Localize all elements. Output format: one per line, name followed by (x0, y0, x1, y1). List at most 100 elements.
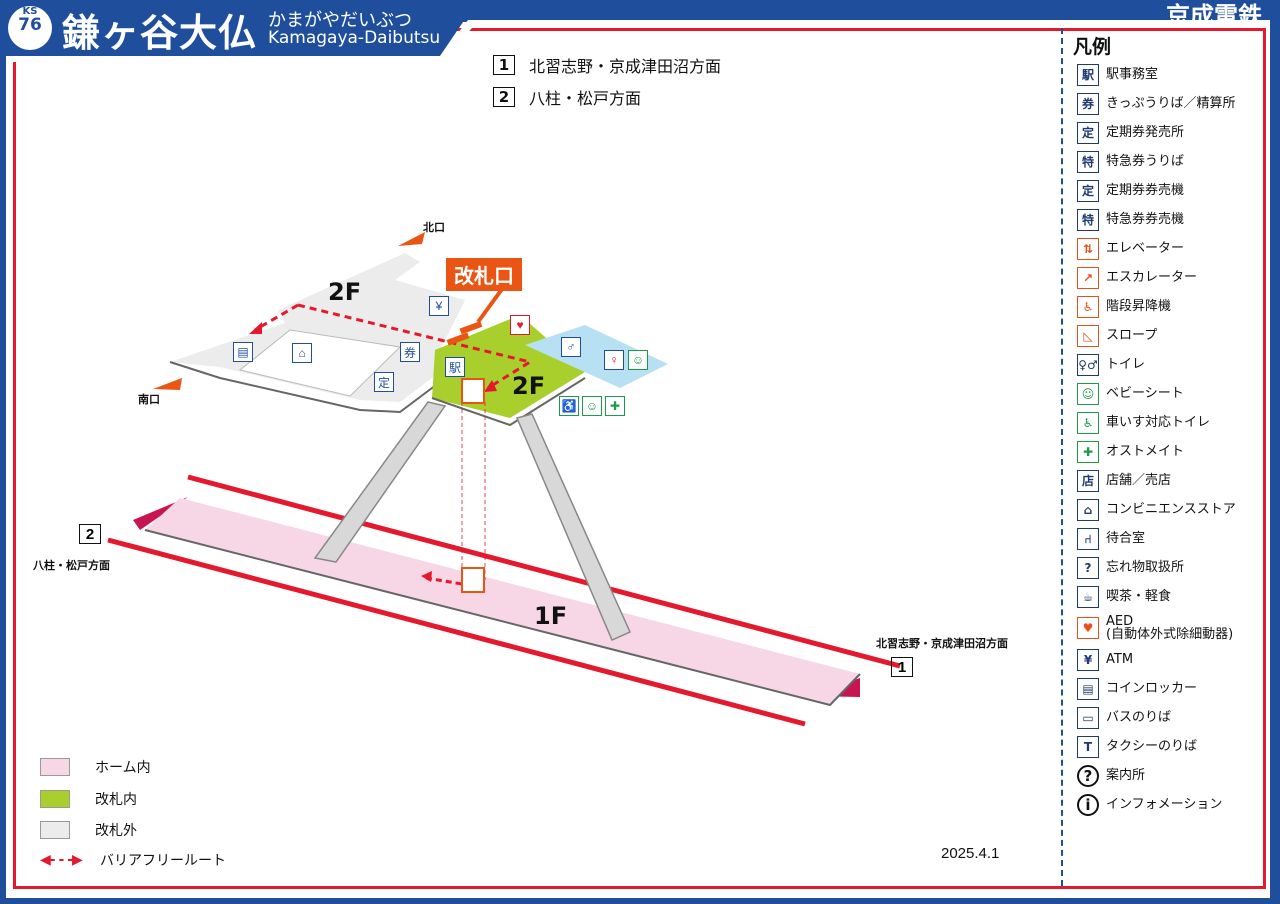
legend-item-name: 階段昇降機 (1106, 299, 1172, 314)
legend-item-name: 車いす対応トイレ (1106, 415, 1211, 430)
wheelchair-toilet-icon: ♿ (1077, 411, 1099, 434)
legend-title: 凡例 (1073, 36, 1112, 58)
legend-item-label: 車いす対応トイレ (1106, 416, 1210, 429)
south-exit-label: 南口 (138, 393, 160, 406)
legend-item-name: インフォメーション (1106, 797, 1223, 812)
legend-item-label: 案内所 (1106, 769, 1145, 782)
legend-item: 定定期券発売所 (1077, 118, 1236, 147)
legend-item-name: コンビニエンスストア (1106, 502, 1236, 517)
revision-date: 2025.4.1 (941, 845, 1000, 862)
legend-item: ✚オストメイト (1077, 437, 1236, 466)
coin-locker-icon: ▤ (1077, 677, 1099, 700)
legend-item: ♿ 階段昇降機 (1077, 292, 1236, 321)
legend-item: ¥ATM (1077, 645, 1236, 674)
legend-item: ? 忘れ物取扱所 (1077, 553, 1236, 582)
legend-item: 券きっぷうりば／精算所 (1077, 89, 1236, 118)
legend-item-subname: (自動体外式除細動器) (1106, 627, 1234, 642)
platform-1-number: 1 (891, 657, 913, 677)
key-outside-gate-label: 改札外 (95, 823, 137, 839)
platform-1-direction: 北習志野・京成津田沼方面 (876, 637, 1008, 650)
key-inside-gate-swatch (40, 790, 70, 808)
legend-item: 駅駅事務室 (1077, 60, 1236, 89)
legend-item-label: エスカレーター (1106, 271, 1197, 284)
key-inside-gate: 改札内 (40, 789, 137, 809)
legend-item: ♿ 車いす対応トイレ (1077, 408, 1236, 437)
stair-lift-icon: ♿ (1077, 295, 1099, 318)
station-kana: かまがやだいぶつ (268, 10, 412, 31)
taxi-stand-icon: T (1077, 735, 1099, 758)
floor-1f-label: 1F (534, 602, 568, 630)
north-exit-label: 北口 (423, 221, 445, 234)
ostomate-icon: ✚ (605, 396, 625, 416)
aed-icon: ♥ (1077, 617, 1099, 639)
coin-locker-icon: ▤ (233, 342, 253, 362)
key-barrier-free-label: バリアフリールート (100, 853, 226, 869)
legend-item-name: エスカレーター (1106, 270, 1198, 285)
legend-item-name: 定期券券売機 (1106, 183, 1185, 198)
legend-item-label: コンビニエンスストア (1106, 503, 1236, 516)
key-barrier-free: ◀- - -▶ バリアフリールート (40, 850, 226, 870)
legend-item: ?案内所 (1077, 761, 1236, 790)
legend-item-name: 忘れ物取扱所 (1106, 560, 1185, 575)
legend-item-name: 特急券券売機 (1106, 212, 1185, 227)
direction-2-label: 八柱・松戸方面 (529, 89, 642, 108)
legend-item-name: 待合室 (1106, 531, 1146, 546)
legend-item: ↗エスカレーター (1077, 263, 1236, 292)
north-exit-arrow (398, 232, 425, 246)
legend-item: 店店舗／売店 (1077, 466, 1236, 495)
legend-item-name: 店舗／売店 (1106, 473, 1172, 488)
track-line-1 (187, 474, 901, 669)
legend-item: 定定期券券売機 (1077, 176, 1236, 205)
key-platform-label: ホーム内 (95, 760, 151, 776)
legend-item-name: ATM (1106, 652, 1134, 667)
toilet-area (525, 325, 668, 388)
legend-item-label: オストメイト (1106, 445, 1184, 458)
legend-item-name: 喫茶・軽食 (1106, 589, 1172, 604)
legend-item-name: バスのりば (1106, 710, 1172, 725)
key-platform-swatch (40, 758, 70, 776)
legend-divider (1061, 28, 1063, 886)
direction-2-number: 2 (493, 87, 515, 107)
legend-item-label: 階段昇降機 (1106, 300, 1171, 313)
ticket-gate-label: 改札口 (446, 258, 522, 291)
legend-item-label: インフォメーション (1106, 798, 1222, 811)
legend-item-label: スロープ (1106, 329, 1157, 342)
limited-express-machine-icon: 特 (1077, 208, 1099, 231)
legend-list: 駅駅事務室券きっぷうりば／精算所定定期券発売所特特急券うりば定定期券券売機特特急… (1077, 60, 1236, 819)
baby-seat-icon: ☺ (1077, 382, 1099, 405)
legend-item-name: 案内所 (1106, 768, 1146, 783)
elevator-icon: ⇅ (1077, 237, 1099, 260)
stairs-right (515, 413, 631, 641)
legend-item-name: スロープ (1106, 328, 1158, 343)
legend-item: ♥ AED(自動体外式除細動器) (1077, 611, 1236, 645)
legend-item-label: エレベーター (1106, 242, 1184, 255)
legend-item-label: トイレ (1106, 358, 1145, 371)
bus-stop-icon: ▭ (1077, 706, 1099, 729)
legend-item-label: 店舗／売店 (1106, 474, 1171, 487)
legend-item: ◺ スロープ (1077, 321, 1236, 350)
information-icon: i (1077, 793, 1099, 816)
legend-item-name: 駅事務室 (1106, 67, 1159, 82)
legend-item-name: タクシーのりば (1106, 739, 1198, 754)
legend-item-label: 忘れ物取扱所 (1106, 561, 1184, 574)
platform-2-direction: 八柱・松戸方面 (33, 559, 110, 572)
legend-item-name: AED (1106, 614, 1134, 629)
barrier-free-route-icon: ◀- - -▶ (40, 852, 83, 868)
elevator-1f-icon (461, 567, 485, 593)
legend-item: ⌂コンビニエンスストア (1077, 495, 1236, 524)
womens-toilet-icon: ♀ (604, 350, 624, 370)
ticket-office-icon: 券 (400, 342, 420, 362)
ticket-office-icon: 券 (1077, 92, 1099, 115)
key-platform: ホーム内 (40, 757, 151, 777)
legend-item-label: ベビーシート (1106, 387, 1184, 400)
lost-and-found-icon: ? (1077, 556, 1099, 579)
key-outside-gate: 改札外 (40, 820, 137, 840)
baby-seat-icon: ☺ (628, 350, 648, 370)
wheelchair-toilet-icon: ♿ (559, 396, 579, 416)
legend-item-label: 定期券券売機 (1106, 184, 1184, 197)
slope-icon: ◺ (1077, 324, 1099, 347)
station-romaji: Kamagaya-Daibutsu (268, 28, 441, 48)
platform-2-number: 2 (79, 524, 101, 544)
